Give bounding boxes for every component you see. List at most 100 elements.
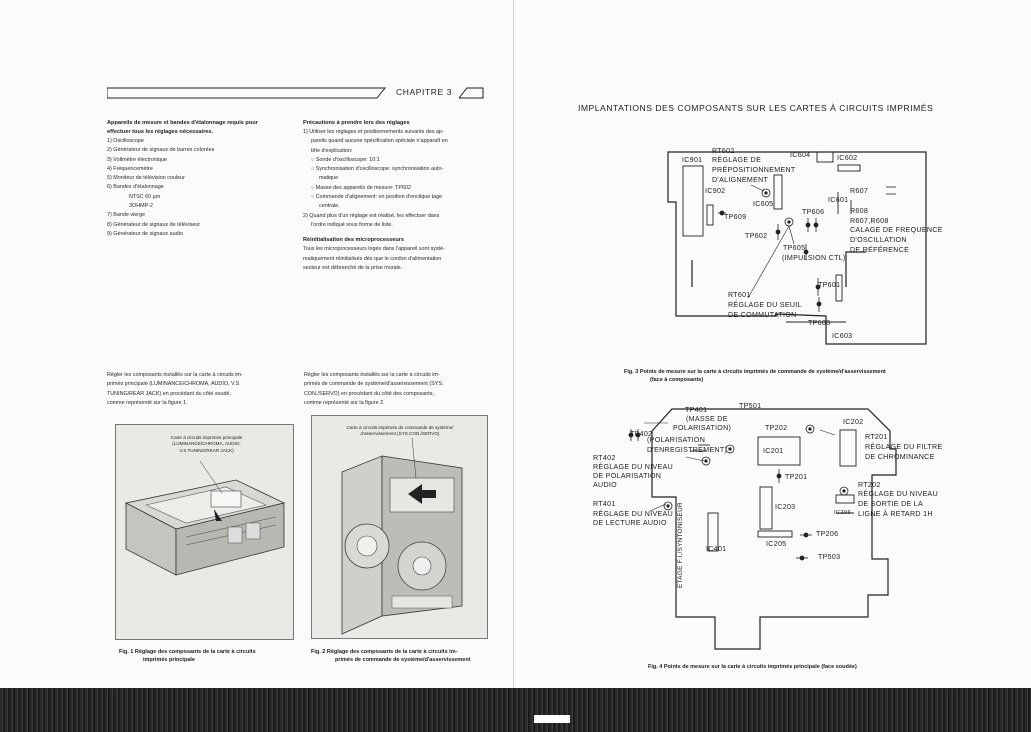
fig1-photo: Carte à circuits imprimés principale (LU… xyxy=(115,424,294,640)
fig3-r607: R607 xyxy=(850,187,869,195)
fig3-tp609: TP609 xyxy=(724,213,747,221)
chapter-label: CHAPITRE 3 xyxy=(396,87,453,97)
list-item: 7) Bande vierge xyxy=(107,212,146,219)
fig4-polar2: (POLARISATION xyxy=(647,436,706,444)
fig4-sortie: DE SORTIE DE LA xyxy=(858,500,924,508)
chassis-illustration xyxy=(341,437,463,635)
fig4-vertical-label: ETAGE F.I./SYNTONISEUR xyxy=(677,502,684,588)
fig4-tp206: TP206 xyxy=(816,530,839,538)
list-item: centrale. xyxy=(319,203,340,210)
list-item: 1) Utiliser les réglages et positionneme… xyxy=(303,129,444,135)
fig1-label: Carte à circuits imprimés principale (LU… xyxy=(154,435,259,454)
fig3-rt602: RT602 xyxy=(712,147,735,155)
fig1-caption: Fig. 1 Réglage des composants de la cart… xyxy=(119,648,299,664)
fig3-caption: Fig. 3 Points de mesure sur la carte à c… xyxy=(624,368,886,384)
scan-edge-band xyxy=(0,688,1031,732)
fig1-intro-line: comme représenté sur la figure 1. xyxy=(107,399,188,406)
fig2-caption-line: Fig. 2 Réglage des composants de la cart… xyxy=(311,649,458,655)
fig3-prepos: PRÉPOSITIONNEMENT xyxy=(712,166,796,174)
list-item: 2) Quand plus d'un réglage est réalisé, … xyxy=(303,212,440,219)
fig2-intro-line: CON./SERVO) en procédant du côté des com… xyxy=(304,390,434,397)
fig4-masse-de: (MASSE DE xyxy=(686,415,728,423)
page-number-right: 3-2 xyxy=(951,689,959,695)
fig4-ic203: IC203 xyxy=(775,503,796,511)
fig3-ic902: IC902 xyxy=(705,187,726,195)
right-page-title: IMPLANTATIONS DES COMPOSANTS SUR LES CAR… xyxy=(578,103,934,113)
fig4-tp202: TP202 xyxy=(765,424,788,432)
reinit-line: secteur est débranché de la prise murale… xyxy=(303,264,403,271)
fig3-ic601: IC601 xyxy=(828,196,849,204)
fig3-tp601: TP601 xyxy=(818,281,841,289)
list-item: ○ Sonde d'oscilloscope: 10:1 xyxy=(311,156,380,163)
reinit-heading: Réinitialisation des microprocesseurs xyxy=(303,237,405,244)
list-item: matique xyxy=(319,175,339,182)
list-item: tête d'explication: xyxy=(311,147,353,154)
precautions-list: 1) Utiliser les réglages et positionneme… xyxy=(303,128,485,230)
fig3-seuil: RÉGLAGE DU SEUIL xyxy=(728,301,802,309)
fig4-audio: AUDIO xyxy=(593,481,617,489)
fig4-ic205: IC205 xyxy=(766,540,787,548)
list-item: 4) Fréquencemètre xyxy=(107,165,153,172)
fig3-calage: CALAGE DE FREQUENCE xyxy=(850,226,943,234)
fig3-tp602: TP602 xyxy=(745,232,768,240)
fig3-ic901: IC901 xyxy=(682,156,703,164)
list-item: 9) Générateur de signaux audio xyxy=(107,230,183,237)
fig4-chrom: DE CHROMINANCE xyxy=(865,453,935,461)
list-item: ○ Commande d'alignement: en position d'e… xyxy=(311,194,443,201)
fig1-intro-line: TUNING/REAR JACK) en procédant du côté s… xyxy=(107,390,232,397)
fig4-ligne: LIGNE À RETARD 1H xyxy=(858,510,933,518)
fig3-board-outline xyxy=(667,151,927,345)
fig2-intro: Régler les composants installés sur la c… xyxy=(304,371,489,408)
fig2-caption: Fig. 2 Réglage des composants de la cart… xyxy=(311,648,496,664)
fig3-commut: DE COMMUTATION xyxy=(728,311,797,319)
fig3-ref: DE RÉFÉRENCE xyxy=(850,246,910,254)
fig4-niveau-pol: RÉGLAGE DU NIVEAU xyxy=(593,463,673,471)
fig4-ic202: IC202 xyxy=(843,418,864,426)
vcr-illustration xyxy=(124,460,286,576)
precautions-heading: Précautions à prendre lors des réglages xyxy=(303,120,410,126)
fig4-filtre: RÉGLAGE DU FILTRE xyxy=(865,443,943,451)
fig1-intro-line: Régler les composants installés sur la c… xyxy=(107,372,243,378)
fig3-r608: R608 xyxy=(850,207,869,215)
fig3-tp606: TP606 xyxy=(802,208,825,216)
fig4-rt401: RT401 xyxy=(593,500,616,508)
fig4-tp401: TP401 xyxy=(685,406,708,414)
fig3-r607-608: R607,R608 xyxy=(850,217,889,225)
equipment-heading-1: Appareils de mesure et bandes d'étalonna… xyxy=(107,120,258,126)
chapter-header-frame xyxy=(107,87,484,99)
fig4-niveau-lect: RÉGLAGE DU NIVEAU xyxy=(593,510,673,518)
fig2-intro-line: comme représenté sur la figure 2. xyxy=(304,399,385,406)
list-item: 3OHMP-2 xyxy=(129,203,153,210)
fig1-intro-line: primés principale (LUMINANCE/CHROMA, AUD… xyxy=(107,381,240,388)
fig4-rt202: RT202 xyxy=(858,481,881,489)
fig3-ic604: IC604 xyxy=(790,151,811,159)
fig3-ic603: IC603 xyxy=(832,332,853,340)
fig4-niveau-sortie: RÉGLAGE DU NIVEAU xyxy=(858,490,938,498)
fig3-ic605: IC605 xyxy=(753,200,774,208)
list-item: 6) Bandes d'étalonnage xyxy=(107,184,164,191)
fig4-tp501: TP501 xyxy=(739,402,762,410)
fig3-align: D'ALIGNEMENT xyxy=(712,176,769,184)
fig2-label-line: Carte à circuits imprimés de commande de… xyxy=(346,425,454,430)
fig1-label-line: (LUMINANCE/CHROMA, AUDIO, xyxy=(172,441,241,447)
gutter-mark xyxy=(534,715,570,723)
list-item: ○ Synchronisation d'oscilloscope: synchr… xyxy=(311,166,444,173)
page-gutter xyxy=(513,0,514,688)
fig4-polar1: POLARISATION) xyxy=(673,424,732,432)
fig2-photo: Carte à circuits imprimés de commande de… xyxy=(311,415,488,639)
fig3-reglage-de: RÉGLAGE DE xyxy=(712,156,762,164)
fig3-impulsion: (IMPULSION CTL) xyxy=(782,254,846,262)
precautions-section: Précautions à prendre lors des réglages … xyxy=(303,119,485,273)
fig1-caption-line: imprimés principale xyxy=(143,657,195,663)
list-item: ○ Masse des appareils de mesure: TP602 xyxy=(311,184,411,191)
equipment-section: Appareils de mesure et bandes d'étalonna… xyxy=(107,119,292,239)
equipment-list: 1) Oscilloscope 2) Générateur de signaux… xyxy=(107,137,292,239)
fig2-label-line: d'asservissement (SYS.CON./SERVO) xyxy=(360,431,440,437)
fig4-caption: Fig. 4 Points de mesure sur la carte à c… xyxy=(648,664,857,670)
list-item: 2) Générateur de signaux de barres color… xyxy=(107,147,215,154)
fig3-caption-line: (face à composants) xyxy=(650,377,704,383)
fig1-intro: Régler les composants installés sur la c… xyxy=(107,371,292,408)
fig3-tp605: TP605 xyxy=(783,244,806,252)
list-item: 3) Voltmètre électronique xyxy=(107,156,167,163)
fig4-board-outline xyxy=(628,408,897,650)
